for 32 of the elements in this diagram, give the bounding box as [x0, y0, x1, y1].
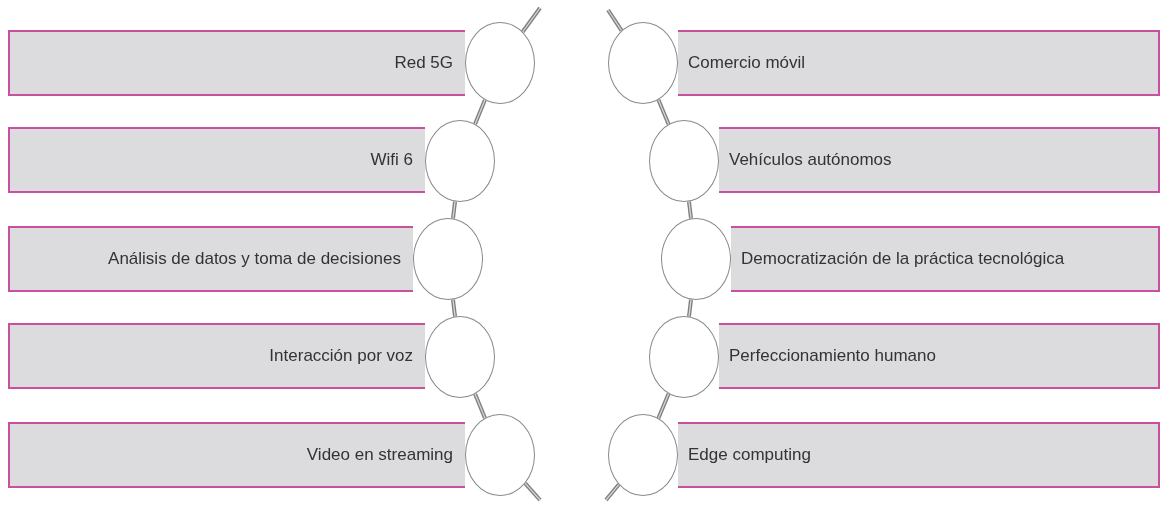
label-bar	[8, 30, 465, 96]
label-bar	[719, 127, 1160, 193]
label-bar	[8, 127, 425, 193]
bar-label: Vehículos autónomos	[729, 150, 892, 170]
connector-line	[606, 8, 624, 32]
circle-marker	[465, 22, 535, 104]
bar-label: Interacción por voz	[269, 346, 413, 366]
connector-line	[604, 483, 621, 502]
bar-label: Análisis de datos y toma de decisiones	[108, 249, 401, 269]
connector-line	[473, 99, 487, 125]
circle-marker	[608, 22, 678, 104]
label-bar	[8, 226, 413, 292]
bar-label: Red 5G	[394, 53, 453, 73]
label-bar	[8, 323, 425, 389]
bar-label: Wifi 6	[370, 150, 413, 170]
circle-marker	[608, 414, 678, 496]
label-bar	[678, 30, 1160, 96]
connector-line	[473, 393, 487, 419]
label-bar	[678, 422, 1160, 488]
connector-line	[521, 6, 542, 33]
connector-line	[523, 482, 542, 502]
bar-label: Video en streaming	[306, 445, 453, 465]
connector-line	[656, 393, 671, 419]
label-bar	[719, 323, 1160, 389]
bar-label: Democratización de la práctica tecnológica	[741, 249, 1065, 269]
label-bar	[731, 226, 1160, 292]
circle-marker	[465, 414, 535, 496]
bar-label: Comercio móvil	[688, 53, 806, 73]
bar-label: Perfeccionamiento humano	[729, 346, 936, 366]
label-bar	[8, 422, 465, 488]
connector-line	[656, 99, 671, 125]
bar-label: Edge computing	[688, 445, 811, 465]
